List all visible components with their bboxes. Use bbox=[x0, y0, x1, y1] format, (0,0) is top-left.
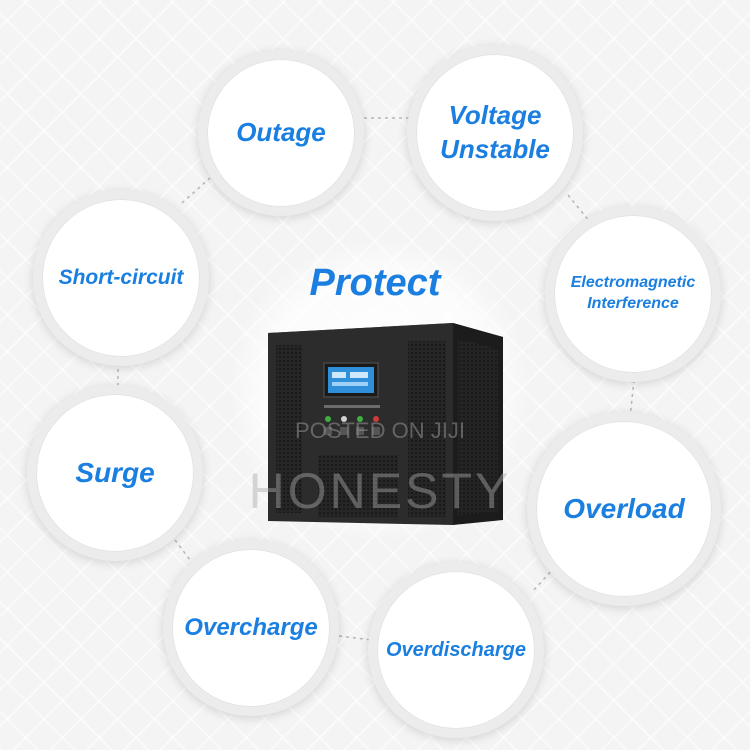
short-circuit-bubble: Short-circuit bbox=[33, 190, 209, 366]
surge-bubble: Surge bbox=[27, 385, 203, 561]
short-circuit-label: Short-circuit bbox=[58, 266, 184, 290]
overdischarge-label: Overdischarge bbox=[385, 639, 527, 661]
voltage-unstable-bubble: Voltage Unstable bbox=[407, 45, 583, 221]
overcharge-bubble: Overcharge bbox=[163, 540, 339, 716]
outage-bubble: Outage bbox=[198, 50, 364, 216]
electromagnetic-interference-label: Electromagnetic Interference bbox=[571, 273, 695, 315]
voltage-line-1: Voltage bbox=[448, 100, 542, 131]
brand-watermark: HONESTY bbox=[248, 463, 512, 519]
overcharge-label: Overcharge bbox=[184, 614, 318, 642]
voltage-line-2: Unstable bbox=[440, 134, 550, 164]
overload-label: Overload bbox=[563, 492, 685, 524]
ups-unit-icon bbox=[268, 323, 503, 525]
overdischarge-bubble: Overdischarge bbox=[368, 562, 544, 738]
overload-bubble: Overload bbox=[527, 412, 721, 606]
em-line-1: Electromagnetic bbox=[570, 274, 696, 292]
em-line-2: Interference bbox=[587, 295, 679, 312]
voltage-unstable-label: Voltage Unstable bbox=[440, 99, 550, 167]
outage-label: Outage bbox=[236, 117, 326, 148]
electromagnetic-interference-bubble: Electromagnetic Interference bbox=[545, 206, 721, 382]
surge-label: Surge bbox=[75, 456, 155, 488]
protect-title: Protect bbox=[309, 262, 441, 304]
posted-watermark: POSTED ON JIJI bbox=[295, 418, 465, 443]
